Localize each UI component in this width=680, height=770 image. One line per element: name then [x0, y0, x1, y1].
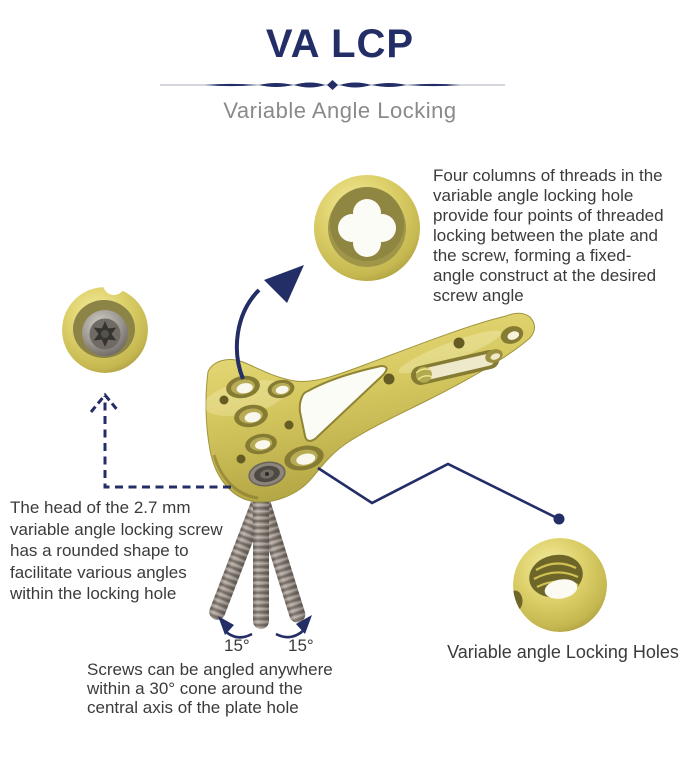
- page-subtitle: Variable Angle Locking: [223, 98, 457, 123]
- zigzag-connector: [317, 462, 560, 521]
- thread-hole-detail-photo: [314, 175, 420, 281]
- inserted-screw-head: [248, 461, 286, 487]
- angle-label-left: 15°: [224, 636, 250, 655]
- screw-head-detail-photo: [62, 287, 148, 373]
- plate-tip-hole: [500, 326, 524, 344]
- locking-hole-detail-photo: [513, 538, 607, 632]
- annotation-cone: Screws can be angled anywhere within a 3…: [87, 660, 333, 717]
- angle-arc-right: [275, 629, 305, 639]
- dashed-connector: [103, 396, 231, 489]
- angle-label-right: 15°: [288, 636, 314, 655]
- page-title: VA LCP: [265, 22, 415, 66]
- annotation-graphics: [89, 265, 565, 639]
- curved-arrow-head: [264, 265, 304, 303]
- annotation-screw-head: The head of the 2.7 mm variable angle lo…: [10, 498, 223, 603]
- plate-combi-slot: [411, 350, 500, 385]
- plate-va-holes: [226, 375, 324, 471]
- locking-screws-photo: [209, 488, 306, 629]
- angle-arrow-left: [218, 616, 234, 635]
- dashed-arrow-head: [89, 392, 121, 413]
- annotation-four-columns: Four columns of threads in the variable …: [433, 166, 664, 305]
- connector-dot: [553, 513, 565, 525]
- angle-arrow-right: [296, 615, 312, 634]
- bone-plate-photo: [203, 312, 535, 503]
- plate-window-cutout: [298, 365, 388, 442]
- curved-arrow: [234, 288, 261, 380]
- va-holes-label: Variable angle Locking Holes: [447, 642, 679, 662]
- plate-small-holes: [219, 337, 465, 464]
- divider-ornament: [160, 80, 505, 90]
